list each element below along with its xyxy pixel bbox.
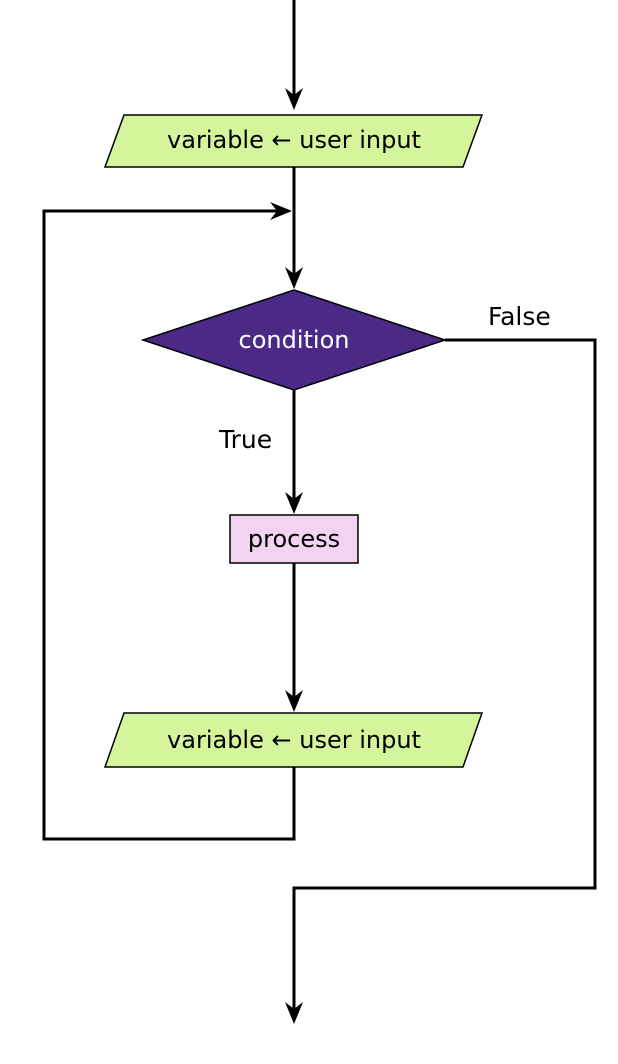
false-label: False — [488, 302, 551, 331]
condition-entry-arrowhead — [285, 267, 303, 289]
input-bottom-arrowhead — [285, 690, 303, 712]
input-top-label: variable ← user input — [167, 126, 421, 154]
input-top-node — [103, 114, 484, 168]
true-branch-arrowhead — [285, 492, 303, 514]
process-node — [229, 514, 359, 564]
false-branch-line — [292, 338, 597, 1010]
true-label: True — [218, 425, 272, 454]
input-bottom-label: variable ← user input — [167, 726, 421, 754]
loop-back-line — [42, 209, 296, 841]
loop-back-arrowhead — [270, 202, 292, 220]
input-bottom-node — [103, 712, 484, 768]
condition-label: condition — [239, 326, 350, 354]
entry-arrowhead — [285, 88, 303, 110]
exit-arrowhead — [285, 1002, 303, 1024]
process-label: process — [248, 525, 340, 553]
